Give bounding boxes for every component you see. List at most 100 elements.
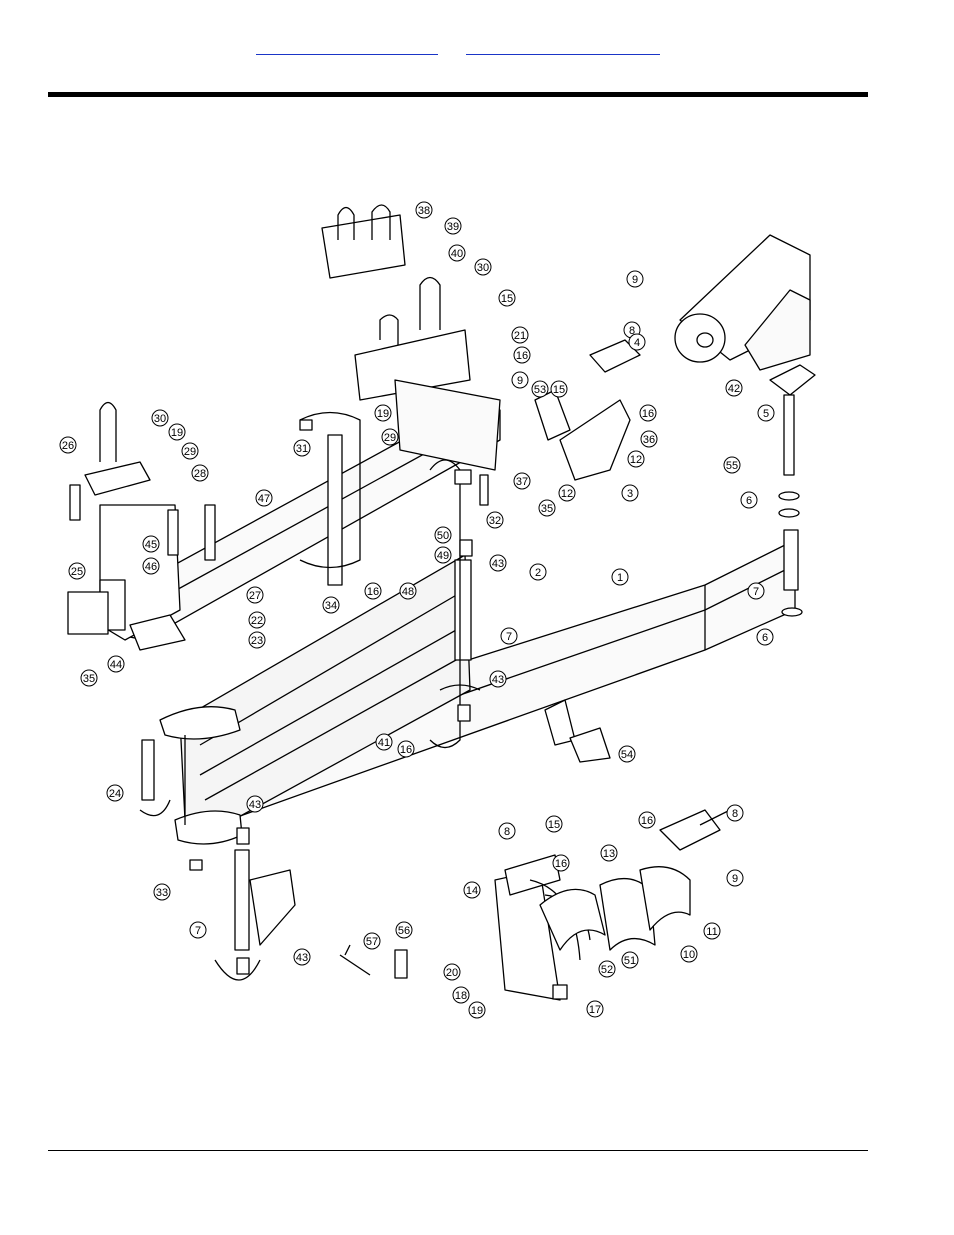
callout-label: 7 — [506, 631, 512, 643]
part-callout-30: 30 — [151, 409, 169, 427]
callout-circle — [80, 669, 98, 687]
callout-circle — [397, 740, 415, 758]
callout-label: 27 — [249, 590, 261, 602]
callout-label: 22 — [251, 615, 263, 627]
part-callout-16: 16 — [513, 346, 531, 364]
callout-label: 16 — [516, 350, 528, 362]
scraper-blades — [539, 866, 691, 951]
callout-label: 43 — [492, 558, 504, 570]
part-callout-27: 27 — [246, 586, 264, 604]
part-callout-55: 55 — [723, 456, 741, 474]
header-rule — [48, 92, 868, 97]
left-mount — [67, 504, 186, 651]
callout-label: 16 — [641, 815, 653, 827]
callout-circle — [626, 270, 644, 288]
part-callout-3: 3 — [621, 484, 639, 502]
callout-circle — [513, 346, 531, 364]
callout-label: 16 — [555, 858, 567, 870]
part-callout-13: 13 — [600, 844, 618, 862]
bolts — [69, 419, 568, 1000]
callout-label: 8 — [732, 808, 738, 820]
callout-label: 50 — [437, 530, 449, 542]
left-hitch — [159, 706, 296, 981]
part-callout-22: 22 — [248, 611, 266, 629]
callout-label: 30 — [154, 413, 166, 425]
callout-circle — [598, 960, 616, 978]
callout-circle — [474, 258, 492, 276]
callout-label: 23 — [251, 635, 263, 647]
callout-label: 1 — [617, 572, 623, 584]
callout-label: 25 — [71, 566, 83, 578]
part-callout-9: 9 — [511, 371, 529, 389]
callout-label: 38 — [418, 205, 430, 217]
parts-diagram-drawing: 3839403015211698442161553919293612555371… — [59, 201, 816, 1019]
part-callout-35: 35 — [80, 669, 98, 687]
callout-label: 40 — [451, 248, 463, 260]
part-callout-43: 43 — [246, 795, 264, 813]
part-callout-53: 53 — [531, 380, 549, 398]
part-callout-1: 1 — [611, 568, 629, 586]
callout-label: 35 — [541, 503, 553, 515]
u-bolt-left — [84, 401, 151, 496]
header-link-1[interactable] — [256, 40, 438, 55]
callout-circle — [511, 326, 529, 344]
callout-label: 2 — [535, 567, 541, 579]
callout-label: 55 — [726, 460, 738, 472]
part-callout-48: 48 — [399, 582, 417, 600]
callout-label: 12 — [630, 454, 642, 466]
callout-label: 7 — [195, 925, 201, 937]
callout-circle — [293, 439, 311, 457]
part-callout-16: 16 — [552, 854, 570, 872]
callout-label: 44 — [110, 659, 122, 671]
part-callout-43: 43 — [489, 554, 507, 572]
callout-circle — [726, 804, 744, 822]
part-callout-18: 18 — [452, 986, 470, 1004]
callout-label: 31 — [296, 443, 308, 455]
part-callout-21: 21 — [511, 326, 529, 344]
callout-label: 47 — [258, 493, 270, 505]
callout-circle — [248, 611, 266, 629]
callout-label: 5 — [763, 408, 769, 420]
callout-circle — [740, 491, 758, 509]
callout-circle — [363, 932, 381, 950]
callout-circle — [680, 945, 698, 963]
callout-label: 18 — [455, 990, 467, 1002]
callout-label: 4 — [634, 337, 640, 349]
callout-label: 11 — [706, 926, 717, 938]
part-callout-45: 45 — [142, 535, 160, 553]
part-callout-29: 29 — [181, 442, 199, 460]
shields — [544, 699, 611, 763]
part-callout-30: 30 — [474, 258, 492, 276]
callout-circle — [725, 379, 743, 397]
header-link-2[interactable] — [466, 40, 660, 55]
part-callout-51: 51 — [621, 951, 639, 969]
callout-label: 7 — [753, 586, 759, 598]
part-callout-38: 38 — [415, 201, 433, 219]
part-callout-7: 7 — [500, 627, 518, 645]
part-callout-9: 9 — [726, 869, 744, 887]
callout-circle — [621, 951, 639, 969]
callout-circle — [638, 811, 656, 829]
callout-circle — [142, 557, 160, 575]
gauge-wheel-tube — [674, 234, 811, 371]
callout-circle — [106, 784, 124, 802]
callout-circle — [452, 986, 470, 1004]
part-callout-25: 25 — [68, 562, 86, 580]
callout-circle — [191, 464, 209, 482]
callout-circle — [142, 535, 160, 553]
callout-label: 9 — [632, 274, 638, 286]
callout-circle — [364, 582, 382, 600]
callout-circle — [757, 404, 775, 422]
part-callout-52: 52 — [598, 960, 616, 978]
callout-circle — [415, 201, 433, 219]
part-callout-56: 56 — [395, 921, 413, 939]
callout-circle — [434, 546, 452, 564]
callout-circle — [434, 526, 452, 544]
callout-label: 43 — [296, 952, 308, 964]
callout-circle — [374, 404, 392, 422]
callout-label: 56 — [398, 925, 410, 937]
callout-label: 51 — [624, 955, 636, 967]
callout-circle — [531, 380, 549, 398]
callout-circle — [468, 1001, 486, 1019]
callout-label: 3 — [627, 488, 633, 500]
